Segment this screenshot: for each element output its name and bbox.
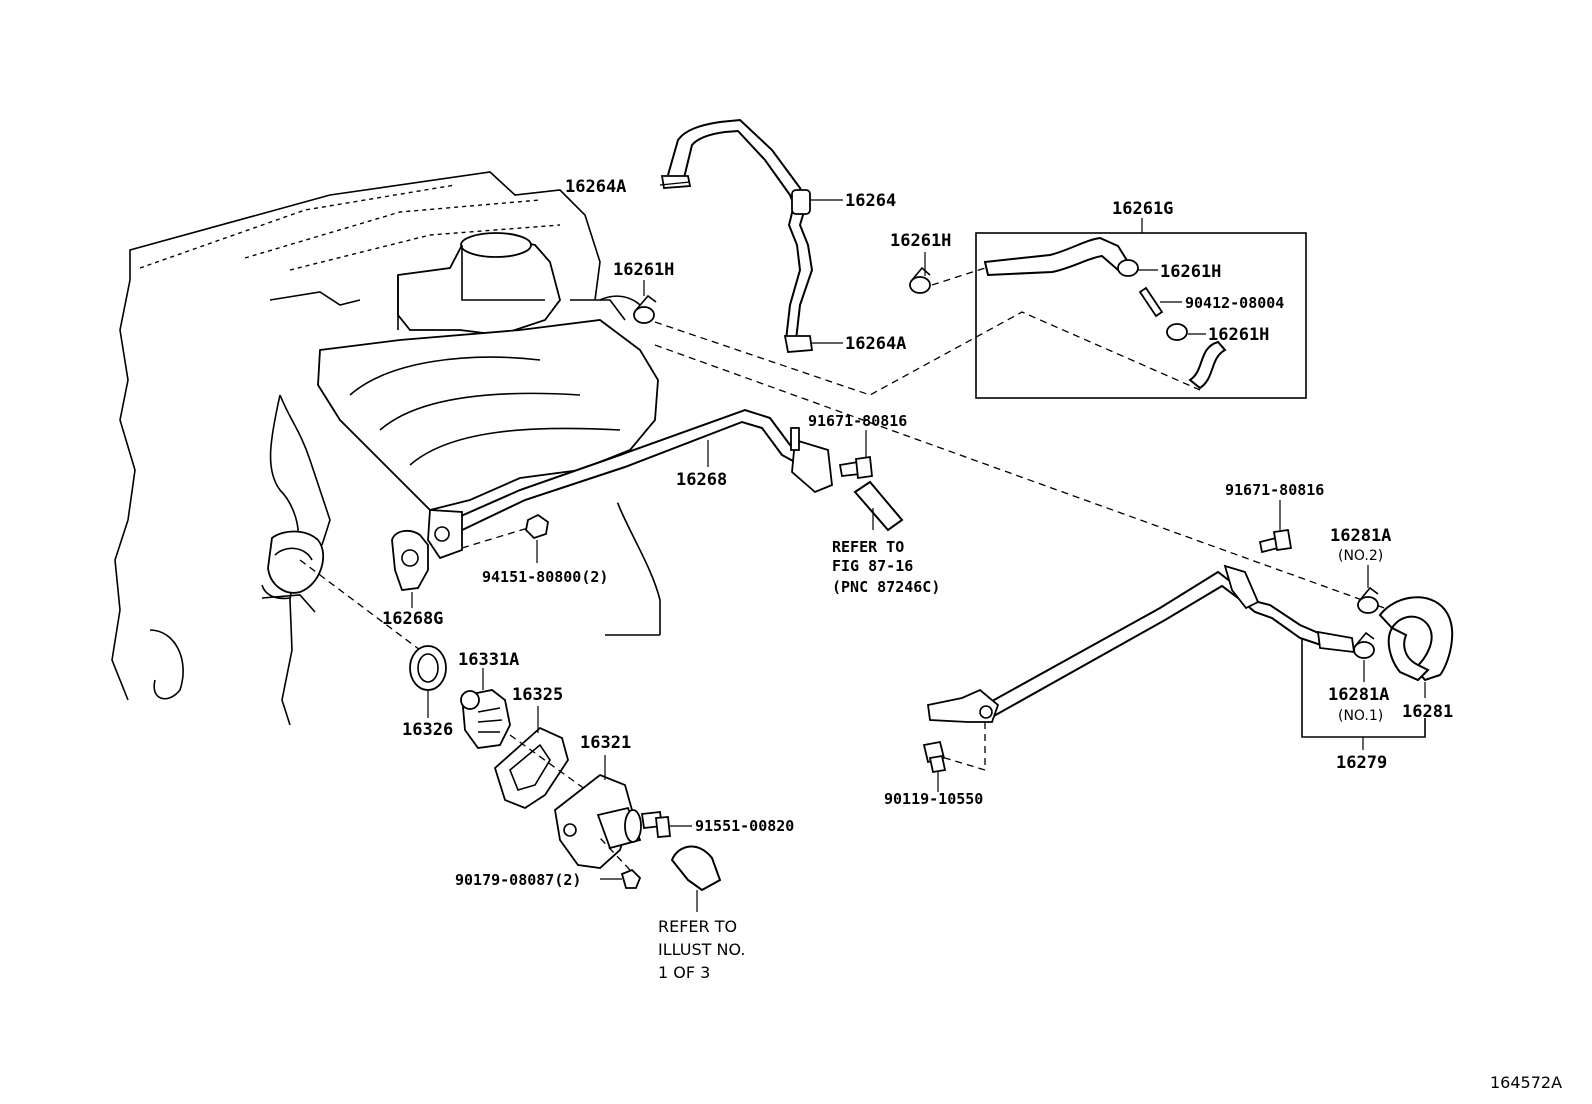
gasket-16268g[interactable]: [391, 529, 429, 591]
refer-illust-line2: ILLUST NO.: [658, 940, 745, 959]
label-16281a-no2[interactable]: 16281A: [1330, 526, 1391, 546]
label-16261g[interactable]: 16261G: [1112, 199, 1173, 219]
label-94151[interactable]: 94151-80800(2): [482, 568, 608, 586]
hose-16261g[interactable]: [983, 236, 1227, 390]
label-16268g[interactable]: 16268G: [382, 609, 443, 629]
label-16331a[interactable]: 16331A: [458, 650, 519, 670]
hose-stub-fig87: [853, 480, 904, 532]
clamp-16261h-left[interactable]: [909, 266, 931, 294]
bolt-90119[interactable]: [922, 740, 947, 774]
refer-illust-line1: REFER TO: [658, 917, 737, 936]
label-16264a-top[interactable]: 16264A: [565, 177, 626, 197]
label-91551[interactable]: 91551-00820: [695, 817, 794, 835]
reference-notes: REFER TO FIG 87-16 (PNC 87246C) REFER TO…: [658, 538, 940, 982]
engine-block: [111, 171, 661, 726]
label-91671-upper[interactable]: 91671-80816: [808, 412, 907, 430]
hose-stub-illust: [670, 845, 722, 892]
label-91671-right[interactable]: 91671-80816: [1225, 481, 1324, 499]
label-16264a-bottom[interactable]: 16264A: [845, 334, 906, 354]
label-90179[interactable]: 90179-08087(2): [455, 871, 581, 889]
refer-fig-line3: (PNC 87246C): [832, 578, 940, 596]
label-90119[interactable]: 90119-10550: [884, 790, 983, 808]
hose-16281[interactable]: [1378, 596, 1454, 682]
label-16264[interactable]: 16264: [845, 191, 896, 211]
label-no2: (NO.2): [1338, 548, 1383, 564]
bolt-91551[interactable]: [640, 811, 671, 838]
label-no1: (NO.1): [1338, 708, 1383, 724]
thermostat-16331a[interactable]: [460, 689, 511, 749]
refer-fig-line1: REFER TO: [832, 538, 904, 556]
clamp-16261h-engine[interactable]: [633, 294, 657, 324]
clamp-16281a-no1[interactable]: [1353, 631, 1375, 659]
gasket-16325[interactable]: [493, 726, 569, 810]
figure-id: 164572A: [1490, 1073, 1562, 1092]
label-16279[interactable]: 16279: [1336, 753, 1387, 773]
gasket-16326[interactable]: [409, 645, 447, 691]
clamp-16281a-no2[interactable]: [1357, 586, 1379, 614]
label-16321[interactable]: 16321: [580, 733, 631, 753]
label-16326[interactable]: 16326: [402, 720, 453, 740]
inlet-16321[interactable]: [554, 773, 642, 869]
label-16261h-box1[interactable]: 16261H: [1160, 262, 1221, 282]
refer-illust-line3: 1 OF 3: [658, 963, 710, 982]
bolt-91671-right[interactable]: [1258, 528, 1293, 554]
hose-16264[interactable]: [660, 118, 814, 353]
nut-94151[interactable]: [525, 513, 549, 540]
label-16261h-engine[interactable]: 16261H: [613, 260, 674, 280]
label-16261h-left[interactable]: 16261H: [890, 231, 951, 251]
bolt-91671-upper[interactable]: [838, 455, 873, 480]
label-90412[interactable]: 90412-08004: [1185, 294, 1284, 312]
refer-fig-line2: FIG 87-16: [832, 557, 913, 575]
nut-90179[interactable]: [620, 868, 642, 889]
pipe-16279[interactable]: [926, 564, 1356, 723]
part-labels: 16264A 16264 16264A 16261H 16261G 16261H…: [382, 177, 1453, 889]
label-16261h-box2[interactable]: 16261H: [1208, 325, 1269, 345]
label-16281a-no1[interactable]: 16281A: [1328, 685, 1389, 705]
assembly-box-16261g: [975, 218, 1307, 399]
label-16281[interactable]: 16281: [1402, 702, 1453, 722]
pipe-16268[interactable]: [427, 408, 833, 560]
label-16325[interactable]: 16325: [512, 685, 563, 705]
label-16268[interactable]: 16268: [676, 470, 727, 490]
